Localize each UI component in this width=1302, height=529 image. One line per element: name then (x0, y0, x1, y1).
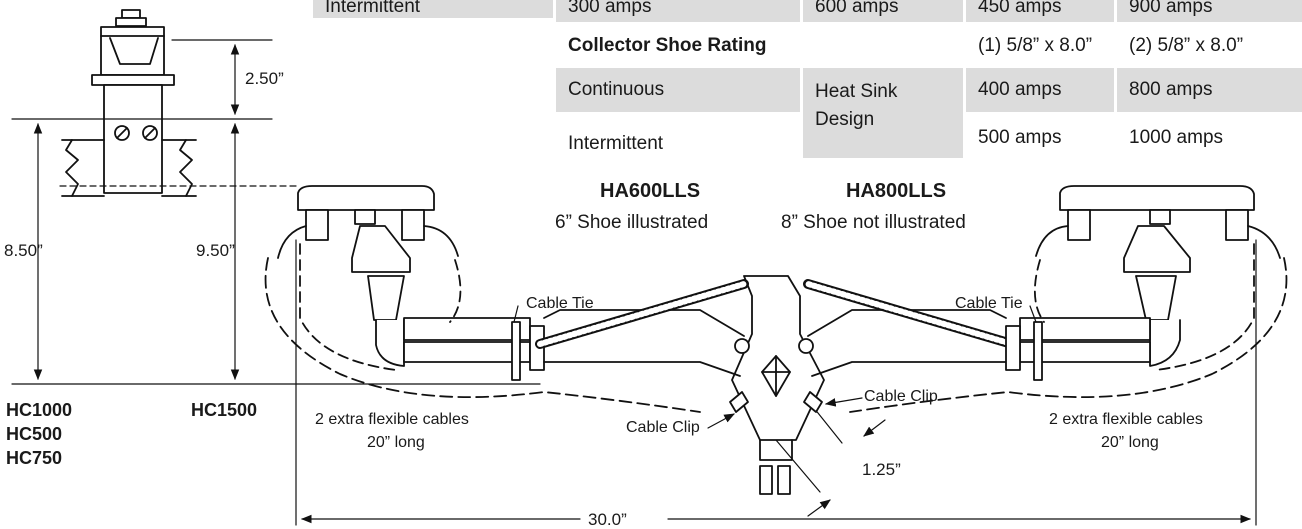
callout-extra-cables-right: 2 extra flexible cables (1049, 411, 1203, 428)
table-cell: Intermittent (568, 133, 664, 154)
table-cell: 800 amps (1117, 68, 1302, 112)
dim-left-height: 8.50” (4, 241, 43, 260)
table-cell: 450 amps (966, 0, 1114, 22)
table-cell-heat-sink: Heat Sink Design (803, 68, 963, 158)
leader-lines (513, 305, 1037, 429)
heading-right-title: HA800LLS (846, 180, 947, 202)
left-shoe-assembly (264, 185, 701, 413)
model-label-mid: HC1500 (191, 400, 258, 420)
model-label: HC1000 (6, 400, 73, 420)
table-cell: Continuous (556, 68, 800, 112)
right-shoe-assembly (849, 185, 1288, 413)
model-label: HC750 (6, 448, 63, 468)
heat-sink-line: Heat Sink (815, 81, 898, 102)
table-cell: 300 amps (556, 0, 800, 22)
callout-cable-clip-left: Cable Clip (626, 419, 700, 436)
dimension-lines (11, 39, 1257, 526)
table-cell: 500 amps (978, 127, 1062, 148)
table-cell: (1) 5/8” x 8.0” (978, 35, 1093, 56)
callout-extra-cables-right-length: 20” long (1101, 434, 1159, 451)
callout-cable-tie-right: Cable Tie (955, 295, 1023, 312)
callout-cable-clip-right: Cable Clip (864, 388, 938, 405)
callout-cable-tie-left: Cable Tie (526, 295, 594, 312)
table-cell: 900 amps (1117, 0, 1302, 22)
dim-clip-gap: 1.25” (862, 460, 901, 479)
heading-left-title: HA600LLS (600, 180, 701, 202)
table-cell: Intermittent (313, 0, 553, 18)
table-header-rating: Collector Shoe Rating (568, 35, 767, 56)
side-view (61, 9, 197, 197)
dim-top-height: 2.50” (245, 69, 284, 88)
dim-overall-width: 30.0” (584, 511, 631, 528)
center-hub (535, 275, 1017, 495)
heat-sink-line: Design (815, 109, 875, 130)
table-cell: 600 amps (803, 0, 963, 22)
table-cell: (2) 5/8” x 8.0” (1129, 35, 1244, 56)
table-cell: 1000 amps (1129, 127, 1224, 148)
heading-left-sub: 6” Shoe illustrated (555, 212, 709, 233)
heading-right-sub: 8” Shoe not illustrated (781, 212, 966, 233)
table-cell: 400 amps (966, 68, 1114, 112)
callout-extra-cables-left: 2 extra flexible cables (315, 411, 469, 428)
model-label: HC500 (6, 424, 63, 444)
callout-extra-cables-left-length: 20” long (367, 434, 425, 451)
dim-mid-height: 9.50” (196, 241, 235, 260)
